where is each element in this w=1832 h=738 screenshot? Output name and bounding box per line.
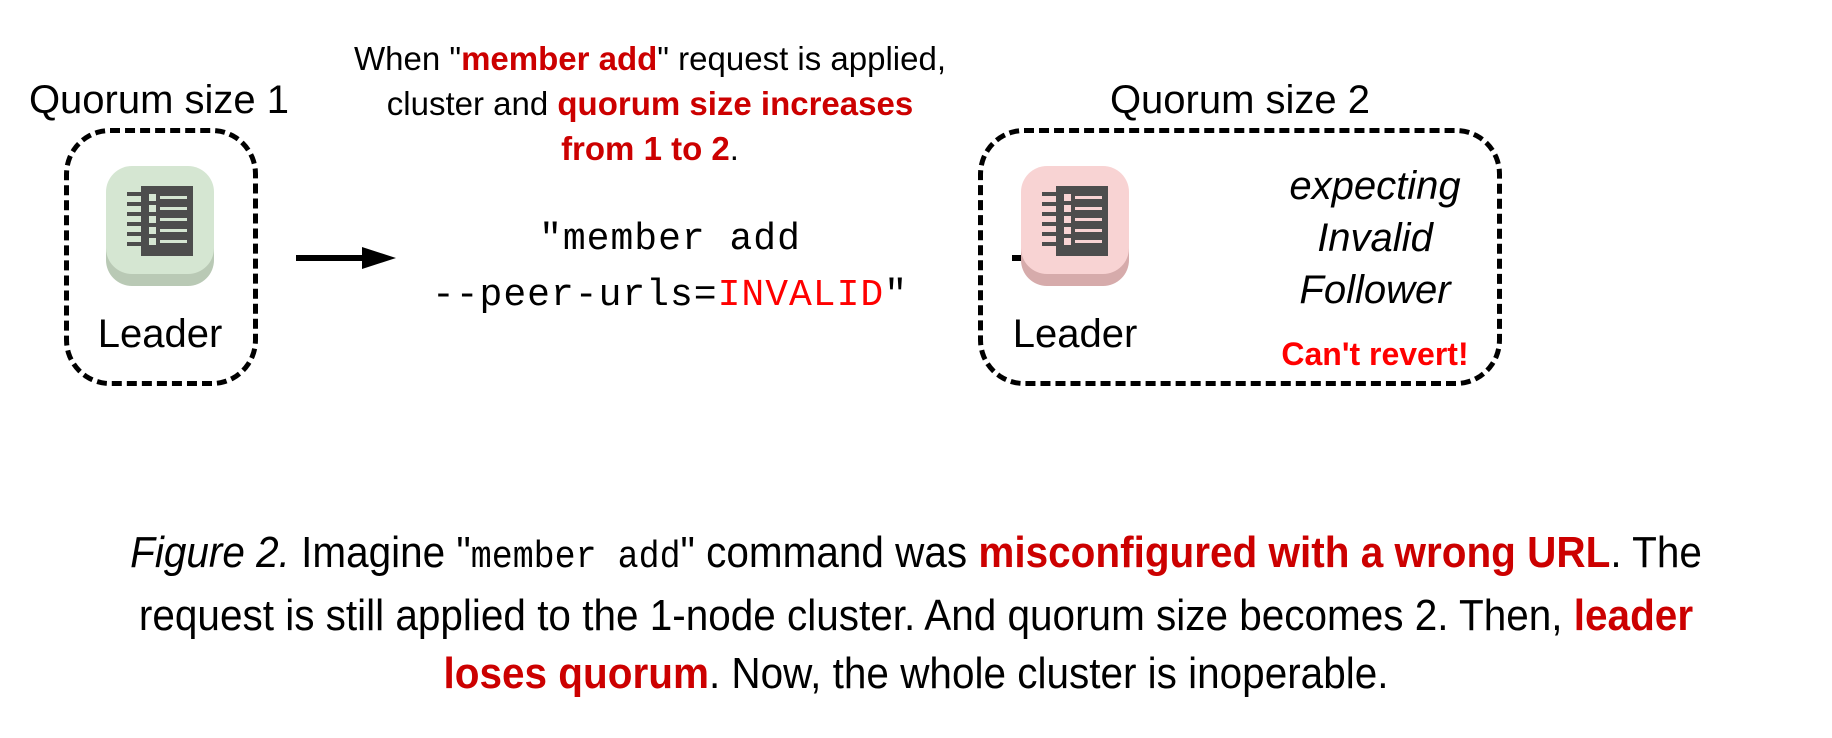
explanation-line-3: from 1 to 2. xyxy=(561,130,739,167)
explanation-text: . xyxy=(729,130,739,167)
command-line-1: "member add xyxy=(539,218,801,261)
caption-command-mono: member add xyxy=(470,536,681,579)
follower-status-block: expecting Invalid Follower Can't revert! xyxy=(1250,160,1500,373)
explanation-emphasis-member-add: member add xyxy=(461,40,658,77)
caption-text: . Now, the whole cluster is inoperable. xyxy=(708,649,1389,698)
explanation-line-2: cluster and quorum size increases xyxy=(387,85,913,122)
node-left: Leader xyxy=(80,160,240,356)
node-icon-left xyxy=(99,160,221,290)
command-text: "member add --peer-urls=INVALID" xyxy=(400,212,940,324)
node-role-label-left: Leader xyxy=(97,312,223,356)
cluster-boundary-left xyxy=(64,128,258,386)
caption-text: Imagine " xyxy=(289,528,471,577)
ledger-icon xyxy=(1042,186,1108,256)
caption-emphasis-loses-quorum: leader loses quorum xyxy=(443,591,1694,698)
command-quote-close: " xyxy=(884,274,909,317)
figure-number: Figure 2. xyxy=(130,528,290,577)
explanation-emphasis-quorum-increase: quorum size increases xyxy=(557,85,914,122)
quorum-size-label-left: Quorum size 1 xyxy=(28,78,290,122)
node-icon-right xyxy=(1014,160,1136,290)
cant-revert-warning: Can't revert! xyxy=(1281,336,1469,372)
explanation-text: cluster and xyxy=(386,85,558,122)
explanation-text: " request is applied, xyxy=(657,40,947,77)
command-line-2: --peer-urls=INVALID" xyxy=(400,268,940,324)
quorum-size-label-right: Quorum size 2 xyxy=(1109,78,1371,122)
explanation-line-1: When "member add" request is applied, xyxy=(354,40,946,77)
status-line-expecting: expecting xyxy=(1289,164,1461,208)
status-line-follower: Follower xyxy=(1299,268,1451,312)
arrow-right-icon-1 xyxy=(296,247,396,269)
figure-caption: Figure 2. Imagine "member add" command w… xyxy=(116,524,1717,703)
cluster-boundary-right xyxy=(978,128,1502,386)
caption-text: " command was xyxy=(680,528,979,577)
status-line-invalid: Invalid xyxy=(1317,216,1433,260)
caption-text: . The request is still applied to the 1-… xyxy=(138,528,1702,640)
node-role-label-right: Leader xyxy=(1012,312,1138,356)
command-flag: --peer-urls= xyxy=(431,274,718,317)
node-right: Leader xyxy=(995,160,1155,356)
command-invalid-value: INVALID xyxy=(717,274,885,317)
explanation-emphasis-from-1-to-2: from 1 to 2 xyxy=(561,130,730,167)
explanation-text: When " xyxy=(353,40,462,77)
explanation-paragraph: When "member add" request is applied, cl… xyxy=(330,36,970,171)
ledger-icon xyxy=(127,186,193,256)
caption-emphasis-misconfigured: misconfigured with a wrong URL xyxy=(978,528,1611,577)
